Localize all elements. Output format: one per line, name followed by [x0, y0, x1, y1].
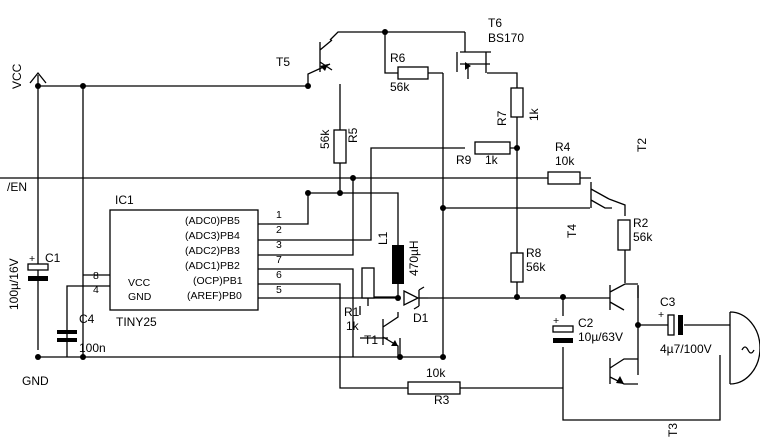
- transistor-t2: T2: [609, 138, 649, 311]
- c4-value: 100n: [79, 341, 106, 355]
- ic-tiny25: IC1 TINY25 VCC GND 8 4 (ADC0)PB5 (ADC3)P…: [93, 193, 282, 329]
- resistor-r3: 10k R3: [407, 366, 461, 407]
- resistor-r8: R8 56k: [510, 246, 546, 283]
- ic-ref: IC1: [115, 193, 134, 207]
- ic-pin-label: (ADC3)PB4: [185, 230, 240, 242]
- t6-ref: T6: [488, 16, 502, 30]
- r5-value: 56k: [318, 129, 332, 149]
- ic-gnd-pin-label: GND: [128, 291, 152, 303]
- r6-value: 56k: [390, 80, 410, 94]
- gnd-label: GND: [22, 374, 49, 388]
- wiring: [0, 31, 730, 421]
- ic-pin-label: (ADC1)PB2: [185, 260, 240, 272]
- d1-ref: D1: [413, 311, 429, 325]
- ic-pin-label: (AREF)PB0: [187, 290, 242, 302]
- ic-pin-label: (ADC0)PB5: [185, 215, 240, 227]
- r3-value: 10k: [426, 366, 446, 380]
- t4-ref: T4: [565, 224, 579, 238]
- ic-pin-number: 5: [276, 284, 282, 296]
- l1-ref: L1: [376, 231, 390, 245]
- vcc-terminal: VCC: [10, 63, 47, 89]
- t1-ref: T1: [364, 333, 378, 347]
- en-label: /EN: [7, 180, 27, 194]
- r9-value: 1k: [485, 153, 499, 167]
- ic-pin-number: 2: [276, 224, 282, 236]
- capacitor-c4: C4 100n: [57, 312, 106, 355]
- transistor-t3: T3: [609, 358, 680, 437]
- r1-value: 1k: [346, 319, 360, 333]
- r9-ref: R9: [456, 153, 472, 167]
- junction-dots: [35, 29, 641, 360]
- c1-value: 100µ/16V: [7, 258, 21, 310]
- c3-ref: C3: [660, 295, 676, 309]
- resistor-r6: R6 56k: [390, 51, 429, 94]
- c4-ref: C4: [79, 312, 95, 326]
- ic-gnd-pin-number: 4: [93, 284, 99, 296]
- resistor-r5: 56k R5: [318, 127, 360, 164]
- resistor-r9: R9 1k: [456, 141, 511, 167]
- t5-ref: T5: [276, 55, 290, 69]
- r2-value: 56k: [633, 230, 653, 244]
- capacitor-c2: + C2 10µ/63V: [552, 315, 623, 344]
- inductor-l1: L1 470µH: [376, 231, 421, 284]
- resistor-r7: R7 1k: [495, 87, 541, 126]
- r6-ref: R6: [390, 51, 406, 65]
- ic-pin-number: 7: [276, 254, 282, 266]
- svg-text:+: +: [658, 309, 664, 321]
- ic-pin-number: 6: [276, 269, 282, 281]
- r8-ref: R8: [526, 246, 542, 260]
- r8-value: 56k: [526, 260, 546, 274]
- t2-ref: T2: [635, 138, 649, 152]
- ic-pin-number: 1: [276, 209, 282, 221]
- r1-ref: R1: [344, 305, 360, 319]
- transistor-t5: T5: [276, 39, 333, 72]
- transistor-t6: T6 BS170: [456, 16, 524, 79]
- resistor-r1: R1 1k: [344, 267, 375, 333]
- diode-d1: D1: [403, 286, 429, 325]
- ic-pin-number: 3: [276, 239, 282, 251]
- t6-value: BS170: [488, 31, 524, 45]
- ic-part: TINY25: [116, 315, 157, 329]
- ic-pin-label: (OCP)PB1: [193, 275, 243, 287]
- t3-ref: T3: [666, 423, 680, 437]
- r5-ref: R5: [346, 127, 360, 143]
- vcc-label: VCC: [10, 63, 24, 89]
- transistor-t4: T4: [565, 182, 612, 238]
- r7-ref: R7: [495, 110, 509, 126]
- r2-ref: R2: [633, 216, 649, 230]
- ic-vcc-pin-number: 8: [93, 270, 99, 282]
- r7-value: 1k: [527, 107, 541, 121]
- c2-value: 10µ/63V: [578, 330, 623, 344]
- l1-value: 470µH: [407, 240, 421, 276]
- resistor-r4: R4 10k: [547, 140, 581, 185]
- capacitor-c3: + C3 4µ7/100V: [658, 295, 712, 356]
- svg-text:+: +: [29, 253, 35, 265]
- r3-ref: R3: [434, 393, 450, 407]
- ic-vcc-pin-label: VCC: [128, 277, 151, 289]
- r4-value: 10k: [555, 154, 575, 168]
- c3-value: 4µ7/100V: [660, 342, 712, 356]
- svg-text:+: +: [553, 315, 559, 327]
- capacitor-c1: + C1 100µ/16V: [7, 251, 61, 310]
- c1-ref: C1: [45, 251, 61, 265]
- gnd-terminal: GND: [22, 374, 49, 388]
- resistor-r2: R2 56k: [617, 216, 653, 251]
- ic-pin-label: (ADC2)PB3: [185, 245, 240, 257]
- transistor-t1: T1: [364, 312, 399, 357]
- c2-ref: C2: [578, 316, 594, 330]
- piezo-buzzer: [729, 311, 760, 385]
- r4-ref: R4: [555, 140, 571, 154]
